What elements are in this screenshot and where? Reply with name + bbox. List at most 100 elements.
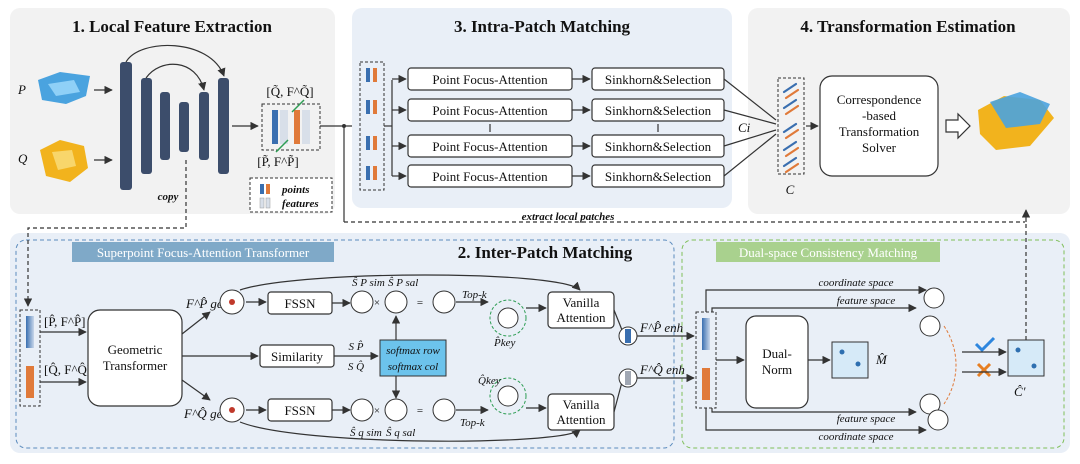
topk-q-circle [432,398,456,422]
sinkhorn-selection-label: Sinkhorn&Selection [605,139,712,154]
coord-neighborhood-bottom [927,409,949,431]
fgeo-q-label: F^Q̂ geo [183,406,229,421]
sinkhorn-selection-label: Sinkhorn&Selection [605,72,712,87]
q-key-patch [489,377,527,415]
cross-icon [976,362,992,378]
q-feature-label: [Q̃, F^Q̃] [266,84,313,99]
softmax-row-label: softmax row [386,345,440,357]
coord-space-top: coordinate space [818,277,893,289]
svg-text:=: = [417,297,423,309]
output-arrow-icon [945,112,971,140]
transformation-solver-box [819,75,939,177]
svg-text:×: × [374,297,380,309]
ssal-p-label: Ŝ P sal [388,277,418,289]
correspondence-set [777,77,805,175]
feature-stack-box [261,103,321,151]
fenh-q-label: F^Q̂ enh [639,362,685,377]
solver-line-2: -based [862,108,896,123]
vanilla-top-line-1: Vanilla [563,295,600,310]
panel-local-feature-extraction [10,8,335,214]
fgeo-p-label: F^P̂ geo [185,296,230,311]
softmax-col-label: softmax col [388,361,438,373]
geometric-line-1: Geometric [108,342,163,357]
q-label: Q [18,151,28,166]
ssim-q-circle [350,398,374,422]
c-prime-label: Ĉ′ [1014,384,1026,399]
fssn-label-top: FSSN [284,296,316,311]
dscm-region [681,239,1065,449]
solver-line-4: Solver [862,140,897,155]
title-local: 1. Local Feature Extraction [72,17,272,36]
check-icon [974,336,996,353]
ssal-q-circle [384,398,408,422]
q-input-label: [Q̂, F^Q̂] [44,362,91,377]
dual-norm-line-2: Norm [762,362,792,377]
p-feature-label: [P̃, F^P̃] [257,154,299,169]
point-focus-attention-label: Point Focus-Attention [432,139,548,154]
p-key-patch [489,299,527,337]
c-label: C [786,182,795,197]
feat-space-bottom: feature space [837,413,896,425]
topk-p-circle [432,290,456,314]
encoder-decoder-network [120,62,229,190]
sfat-banner-label: Superpoint Focus-Attention Transformer [97,245,310,260]
dscm-banner-label: Dual-space Consistency Matching [739,245,918,260]
dual-norm-line-1: Dual- [762,346,792,361]
geometric-line-2: Transformer [103,358,168,373]
dual-norm-box [745,315,809,409]
ci-label: Ci [738,120,751,135]
vanilla-top-line-2: Attention [556,310,606,325]
feat-neighborhood-top [919,315,941,337]
coord-space-bottom: coordinate space [818,431,893,443]
sfat-region [15,239,675,449]
title-intra: 3. Intra-Patch Matching [454,17,631,36]
vanilla-bottom-line-1: Vanilla [563,397,600,412]
ssal-q-label: Ŝ q sal [386,427,415,439]
point-cloud-q [40,140,88,182]
legend: points features [249,177,333,213]
fssn-label-bottom: FSSN [284,403,316,418]
ssim-p-label: Ŝ P sim [352,277,385,289]
dscm-banner [716,242,940,262]
superpoint-stack [19,309,41,407]
q-key-label: Q̂key [478,374,501,387]
ssim-p-circle [350,290,374,314]
c-prime-matrix [1007,339,1045,377]
title-inter: 2. Inter-Patch Matching [458,243,633,262]
s-p-label: S P̂ [349,340,364,353]
registered-point-cloud [978,92,1054,150]
similarity-label: Similarity [271,349,324,364]
p-label: P [17,82,26,97]
topk-bottom-label: Top-k [460,417,486,429]
geometric-transformer-box [87,309,183,407]
ssim-q-label: Ŝ q sim [350,427,382,439]
extract-patches-label: extract local patches [522,211,615,223]
title-transform: 4. Transformation Estimation [800,17,1016,36]
p-input-label: [P̂, F^P̂] [44,314,86,329]
sinkhorn-selection-label: Sinkhorn&Selection [605,103,712,118]
svg-text:×: × [374,405,380,417]
legend-features: features [282,198,319,210]
vanilla-bottom-line-2: Attention [556,412,606,427]
copy-label: copy [158,191,179,203]
ssal-p-circle [384,290,408,314]
fenh-p-label: F^P̂ enh [639,320,683,335]
point-focus-attention-label: Point Focus-Attention [432,169,548,184]
solver-line-1: Correspondence [837,92,922,107]
sfat-banner [72,242,334,262]
feat-space-top: feature space [837,295,896,307]
solver-line-3: Transformation [839,124,920,139]
sinkhorn-selection-label: Sinkhorn&Selection [605,169,712,184]
point-focus-attention-label: Point Focus-Attention [432,72,548,87]
m-hat-label: M̂ [875,352,888,367]
topk-top-label: Top-k [462,289,488,301]
s-q-label: S Q̂ [348,360,364,373]
p-key-label: P̂key [493,336,515,349]
legend-points: points [281,184,310,196]
point-cloud-p [38,72,90,104]
intra-rows: Point Focus-Attention Sinkhorn&Selection… [392,67,725,188]
point-focus-attention-label: Point Focus-Attention [432,103,548,118]
m-hat-matrix [831,341,869,379]
softmax-box [379,339,447,377]
